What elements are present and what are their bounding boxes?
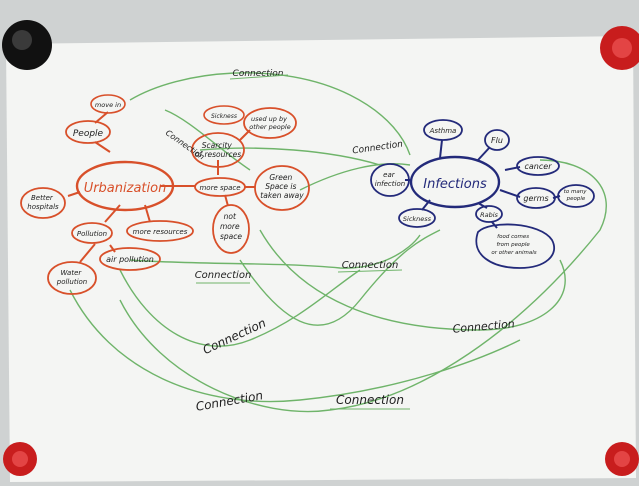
more-space-label: more space [199,184,240,192]
sickness-orange-label: Sickness [211,113,237,120]
svg-text:not more space: not more space [220,212,242,241]
air-pollution-node [99,247,161,271]
better-hospitals-node [20,187,66,219]
asthma-node [423,119,463,141]
green-space-line1: Green [269,173,292,182]
svg-text:to many people: to many people [564,189,589,202]
not-more-space-line3: space [220,232,242,241]
urbanization-node [75,160,175,212]
magnet-red-icon [605,442,639,476]
connection-label-center-mid: Connection [342,260,399,271]
move-in-label: move in [95,101,121,109]
better-hospitals-line1: Better [31,194,54,202]
not-more-space-node [212,204,250,254]
more-space-node [194,177,246,197]
rabis-label: Rabis [480,211,498,219]
svg-text:Better hospitals: Better hospitals [27,194,59,211]
flu-node [484,129,510,151]
magnet-red-icon [3,442,37,476]
to-many-people-line1: to many [564,189,587,195]
connection-label-bottom-mid: Connection [336,393,404,407]
connection-label-lower-left: Connection [195,270,252,281]
air-pollution-label: air pollution [106,255,154,264]
cancer-label: cancer [525,162,553,171]
rabis-node [475,205,503,223]
svg-text:Water pollution: Water pollution [56,269,87,286]
people-node [65,120,111,144]
not-more-space-line2: more [220,222,240,231]
used-up-node [243,107,297,139]
water-pollution-node [47,261,97,295]
cancer-node [516,156,560,176]
svg-text:ear infection: ear infection [375,171,405,188]
connection-label-right-lower: Connection [452,317,515,335]
sickness-blue-node [398,208,436,228]
better-hospitals-line2: hospitals [27,203,59,211]
ear-infection-node [370,163,410,197]
water-pollution-line2: pollution [56,278,87,286]
food-line3: or other animals [491,250,536,256]
flu-label: Flu [491,136,503,145]
urbanization-label: Urbanization [84,181,167,196]
svg-text:food comes from people: food comes from people or other animals [491,234,536,256]
used-up-line1: used up by [251,115,287,123]
ear-infection-line1: ear [383,171,396,179]
svg-text:used up by other people: used up by other people [249,115,290,131]
not-more-space-line1: not [224,212,237,221]
magnet-red-icon [600,26,639,70]
food-node [475,223,555,269]
scarcity-line1: Scarcity [202,141,233,150]
connection-lines [69,72,607,413]
pollution-label: Pollution [77,230,107,238]
connection-label-top: Connection [233,69,284,79]
germs-node [516,187,556,209]
ear-infection-line2: infection [375,180,405,188]
water-pollution-line1: Water [61,269,83,277]
more-resources-label: more resources [133,228,188,236]
green-space-node [254,165,310,211]
svg-text:Scarcity of resources: Scarcity of resources [195,141,241,159]
infections-node [409,155,501,209]
asthma-label: Asthma [429,127,457,135]
magnet-black-icon [2,20,52,70]
people-label: People [73,129,104,139]
germs-label: germs [523,194,548,203]
more-resources-node [126,220,194,242]
paper-sheet [6,36,636,482]
move-in-node [90,94,126,114]
food-line2: from people [496,242,530,248]
green-space-line2: Space is [265,182,296,191]
to-many-people-node [557,184,595,208]
food-line1: food comes [497,234,529,240]
scarcity-line2: of resources [195,150,241,159]
infections-label: Infections [423,177,487,192]
green-space-line3: taken away [260,191,304,200]
to-many-people-line2: people [566,196,586,202]
sickness-blue-label: Sickness [403,215,432,223]
urbanization-cluster [67,111,255,263]
scarcity-node [191,132,245,168]
pollution-node [71,222,113,244]
used-up-line2: other people [249,123,290,131]
sickness-orange-node [203,105,245,125]
svg-text:Green Space is taken a: Green Space is taken away [260,173,304,200]
